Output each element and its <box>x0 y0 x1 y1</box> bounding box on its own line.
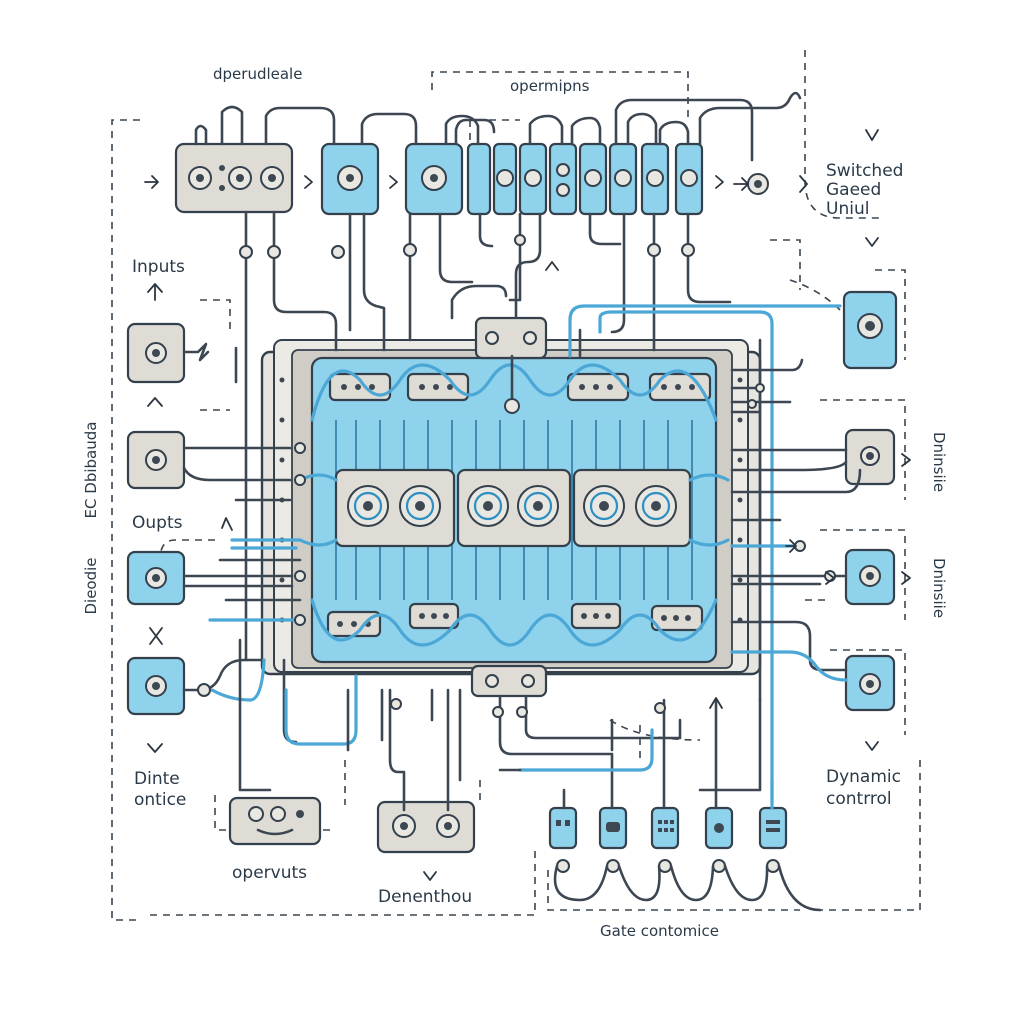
left-modules <box>126 322 186 716</box>
main-panel <box>260 316 762 698</box>
top-modules <box>174 142 769 216</box>
label-left-outputs: Oupts <box>132 513 183 533</box>
right-modules <box>842 290 898 712</box>
bottom-modules <box>228 796 822 912</box>
label-line: Gaeed <box>826 180 881 200</box>
label-right-vertical-2: Dninsiie <box>930 558 948 618</box>
label-line: ontice <box>134 790 186 810</box>
arrows <box>144 129 911 881</box>
top-wiring <box>194 91 842 802</box>
label-bottom-left: opervuts <box>232 863 307 883</box>
left-wiring <box>182 342 358 792</box>
label-line: contrrol <box>826 789 892 809</box>
dashed-groups <box>111 50 921 921</box>
right-wiring <box>730 358 862 682</box>
label-top-center: opermipns <box>510 77 590 95</box>
label-top-left: dperudleale <box>213 65 302 83</box>
label-left-inputs: Inputs <box>132 257 185 277</box>
label-left-vertical-2: Dieodie <box>82 557 100 614</box>
label-line: Dinte <box>134 769 180 789</box>
label-line: Dynamic <box>826 767 901 787</box>
label-bottom-center: Denenthou <box>378 887 472 907</box>
label-line: Uniul <box>826 199 869 219</box>
label-line: Switched <box>826 161 903 181</box>
label-right-vertical-1: Dninsiie <box>930 432 948 492</box>
label-bottom-right: Gate contomice <box>600 922 719 940</box>
label-left-vertical: EC Dbibauda <box>82 422 100 519</box>
bottom-wiring <box>346 688 774 812</box>
